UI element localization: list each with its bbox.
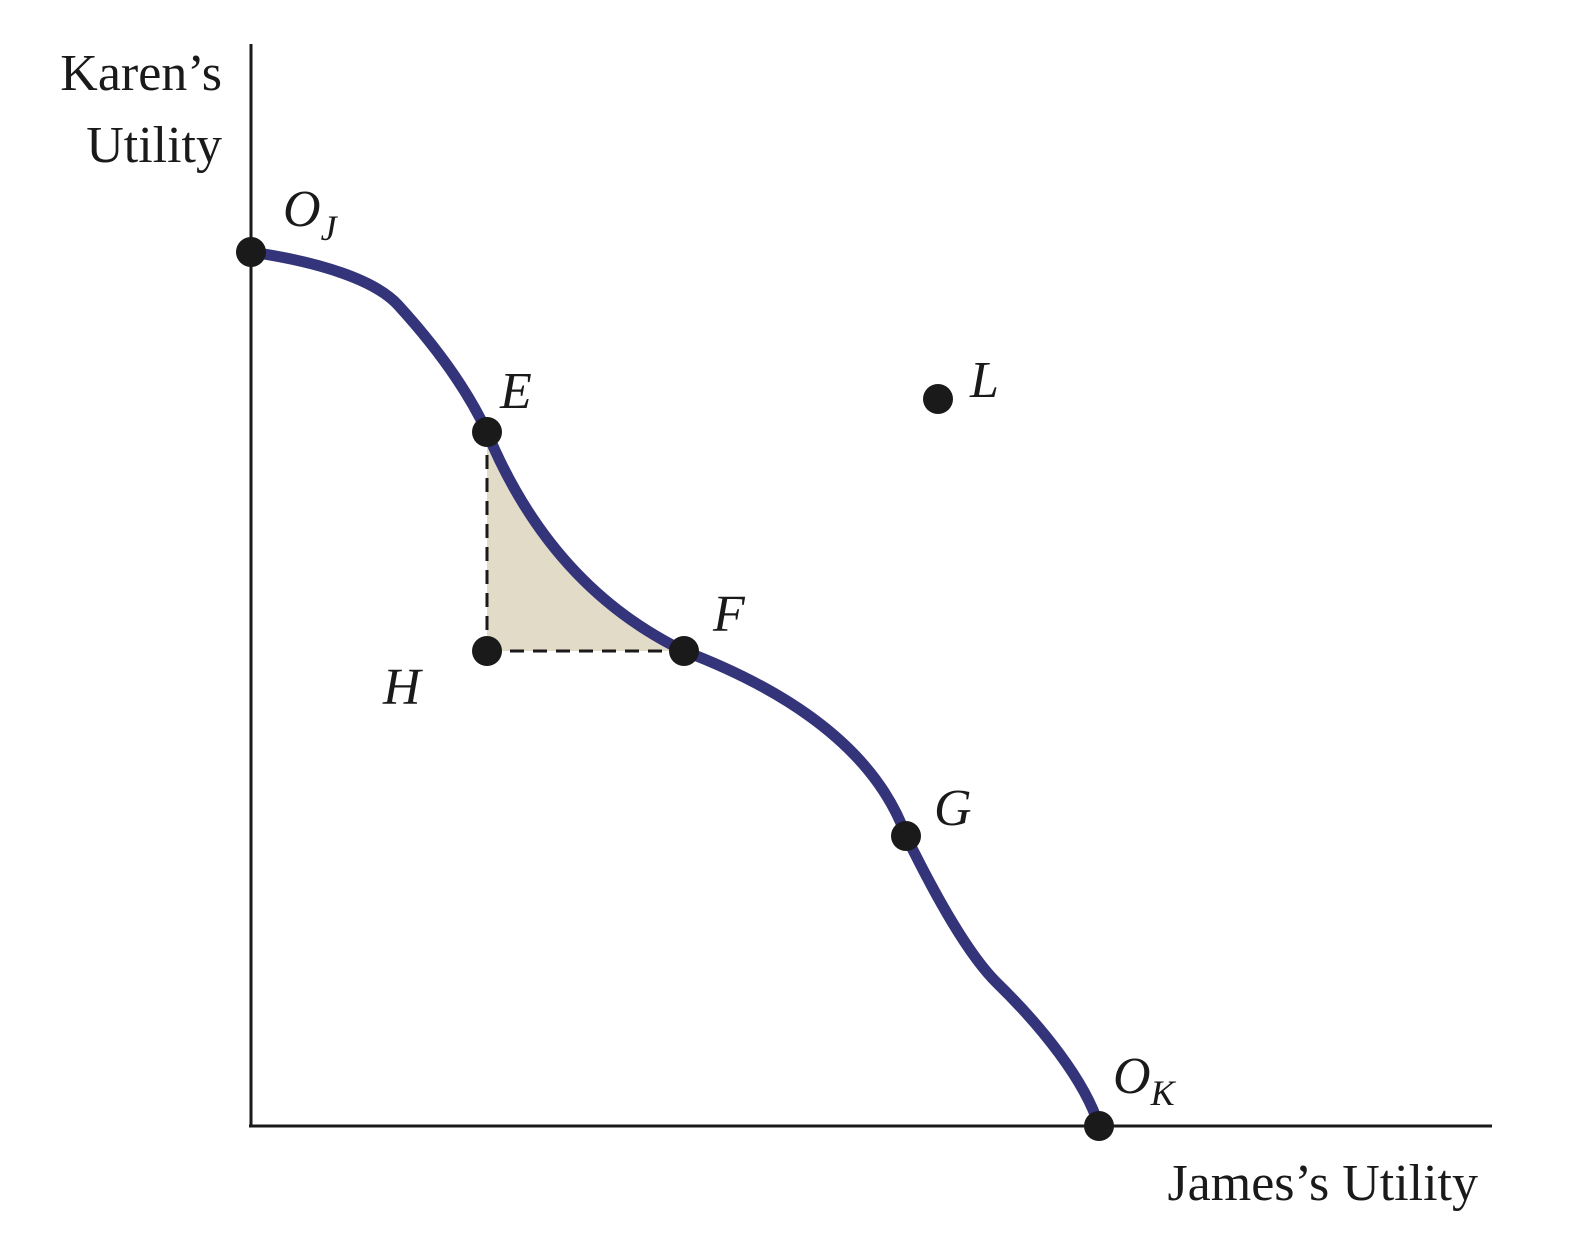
x-axis-title: James’s Utility xyxy=(1167,1155,1478,1212)
label-H: H xyxy=(382,659,423,716)
label-OJ-subscript: J xyxy=(321,208,339,248)
point-F xyxy=(669,636,699,666)
point-OK xyxy=(1084,1111,1114,1141)
point-G xyxy=(891,821,921,851)
point-E xyxy=(472,417,502,447)
label-OK-subscript: K xyxy=(1150,1073,1177,1113)
label-L: L xyxy=(969,352,999,409)
point-L xyxy=(923,384,953,414)
point-OJ xyxy=(236,237,266,267)
y-axis-title-line2: Utility xyxy=(86,117,222,174)
label-OJ: OJ xyxy=(283,181,339,248)
shaded-region-EHF xyxy=(487,432,684,651)
label-E: E xyxy=(499,363,532,420)
label-OK-letter: O xyxy=(1113,1048,1151,1105)
label-OK: OK xyxy=(1113,1048,1177,1113)
label-F: F xyxy=(712,586,746,643)
y-axis-title-line1: Karen’s xyxy=(60,45,222,102)
label-G: G xyxy=(934,780,972,837)
point-H xyxy=(472,636,502,666)
label-OJ-letter: O xyxy=(283,181,321,238)
